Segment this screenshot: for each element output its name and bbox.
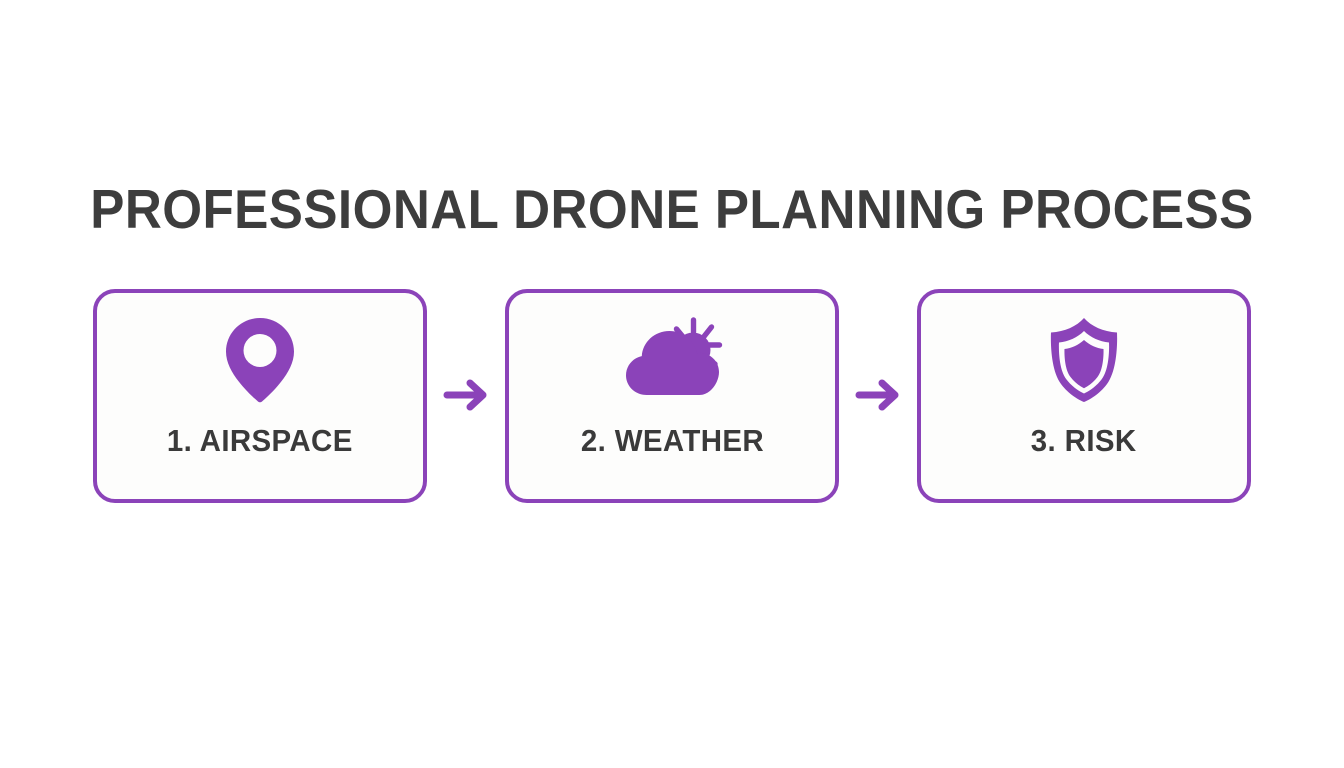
step-card-airspace[interactable]: 1. AIRSPACE xyxy=(93,289,427,503)
step-label-weather: 2. WEATHER xyxy=(580,423,764,458)
step-label-airspace: 1. AIRSPACE xyxy=(167,423,353,458)
cloud-sun-icon xyxy=(622,317,723,402)
arrow-right-icon xyxy=(852,373,904,417)
map-pin-icon xyxy=(210,318,310,403)
step-label-risk: 3. RISK xyxy=(1031,423,1137,458)
arrow-right-icon xyxy=(440,373,492,417)
step-card-risk[interactable]: 3. RISK xyxy=(917,289,1251,503)
shield-icon xyxy=(1034,318,1134,402)
page-title: PROFESSIONAL DRONE PLANNING PROCESS xyxy=(90,177,1254,240)
process-flow: 1. AIRSPACE xyxy=(93,289,1251,503)
step-card-weather[interactable]: 2. WEATHER xyxy=(505,289,839,503)
